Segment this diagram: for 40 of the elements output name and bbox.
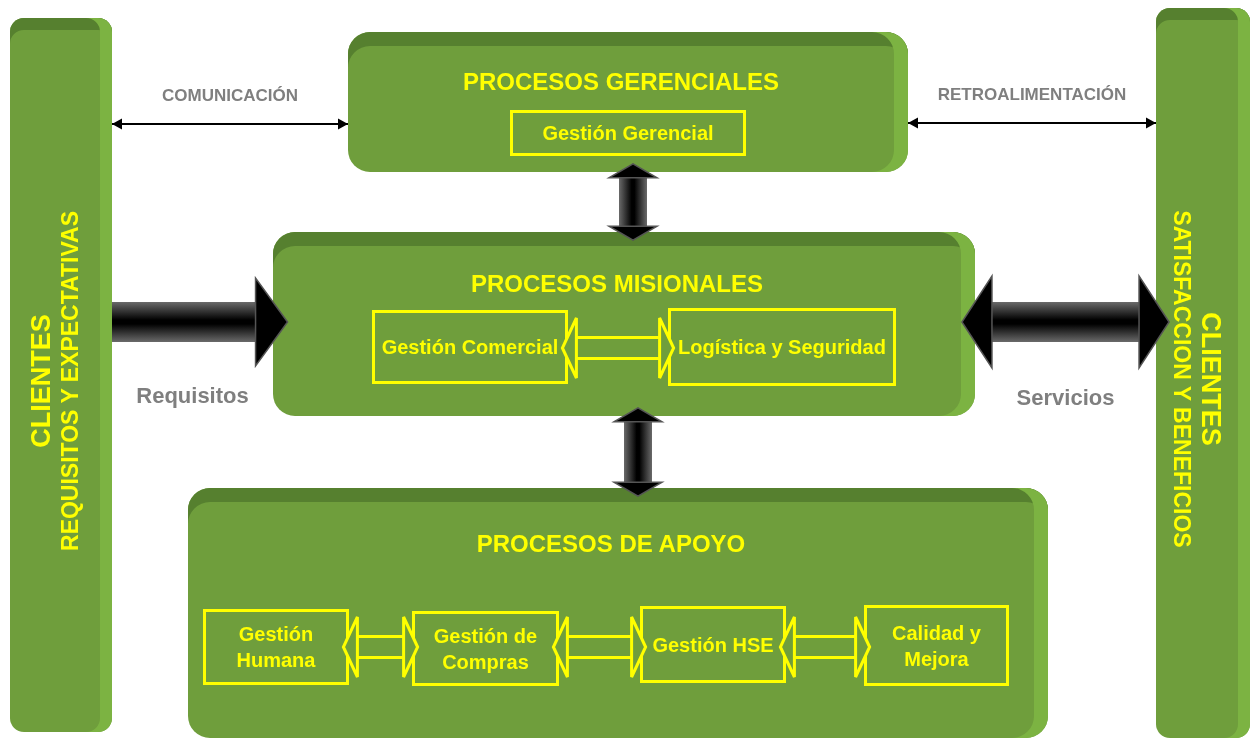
block-double-arrow bbox=[613, 407, 663, 497]
box-label: Logística y Seguridad bbox=[677, 335, 887, 360]
box-label: Calidad y Mejora bbox=[891, 620, 982, 672]
process-box bbox=[412, 611, 559, 686]
process-panel bbox=[188, 488, 1048, 738]
block-double-arrow bbox=[608, 163, 658, 241]
process-box bbox=[864, 605, 1009, 686]
panel-title: PROCESOS MISIONALES bbox=[469, 270, 764, 298]
edge-label: Servicios bbox=[1016, 385, 1115, 411]
box-label: Gestión Gerencial bbox=[541, 121, 715, 146]
hollow-double-arrow bbox=[560, 316, 676, 380]
edge-label: RETROALIMENTACIÓN bbox=[937, 85, 1127, 105]
panel-title: PROCESOS DE APOYO bbox=[475, 530, 747, 558]
block-double-arrow bbox=[961, 275, 1170, 369]
hollow-double-arrow bbox=[341, 615, 420, 679]
pillar-heading: CLIENTES bbox=[1194, 312, 1226, 446]
process-panel bbox=[348, 32, 908, 172]
box-label: Gestión Comercial bbox=[380, 335, 560, 360]
edge-label: Requisitos bbox=[136, 383, 249, 409]
hollow-double-arrow bbox=[551, 615, 648, 679]
hollow-double-arrow bbox=[778, 615, 872, 679]
double-arrow bbox=[907, 117, 1157, 129]
pillar-subheading: REQUISITOS Y EXPECTATIVAS bbox=[57, 211, 84, 551]
box-label: Gestión de Compras bbox=[432, 623, 539, 675]
clients-pillar bbox=[1156, 8, 1250, 738]
block-arrow bbox=[112, 277, 289, 367]
process-box bbox=[203, 609, 349, 685]
box-label: Gestión HSE bbox=[651, 632, 775, 658]
process-box bbox=[668, 308, 896, 386]
process-box bbox=[640, 606, 786, 683]
edge-label: COMUNICACIÓN bbox=[162, 86, 298, 106]
pillar-subheading: SATISFACCION Y BENEFICIOS bbox=[1168, 210, 1195, 548]
process-panel bbox=[273, 232, 975, 416]
clients-pillar bbox=[10, 18, 112, 732]
panel-title: PROCESOS GERENCIALES bbox=[461, 68, 781, 96]
process-box bbox=[510, 110, 746, 156]
double-arrow bbox=[111, 118, 349, 130]
box-label: Gestión Humana bbox=[235, 622, 317, 673]
process-box bbox=[372, 310, 568, 384]
pillar-heading: CLIENTES bbox=[26, 314, 58, 448]
